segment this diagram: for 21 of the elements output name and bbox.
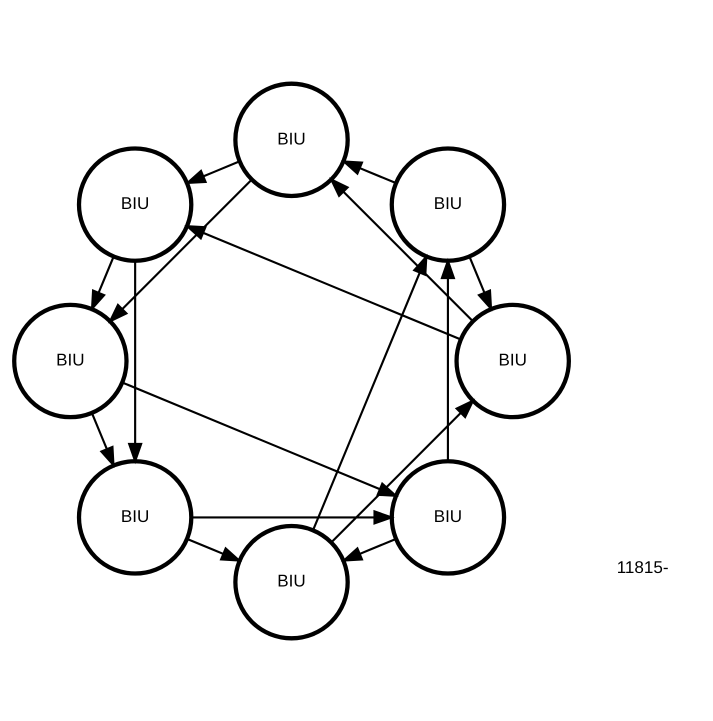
- arrow: [128, 260, 143, 464]
- arrow: [330, 398, 476, 542]
- node-circle: BIU: [76, 458, 194, 576]
- arrow: [90, 256, 115, 312]
- arrow: [90, 412, 115, 468]
- arrow: [184, 224, 461, 340]
- arrow: [440, 257, 456, 461]
- arrow: [184, 160, 240, 184]
- node-circle: BIU: [76, 146, 194, 262]
- node-circle: BIU: [233, 523, 350, 640]
- arrow: [468, 256, 492, 312]
- arrow: [340, 537, 396, 562]
- label: 11815-: [616, 557, 669, 576]
- arrow: [186, 537, 242, 562]
- arrow: [340, 160, 396, 184]
- arrow: [329, 176, 474, 322]
- arrow: [108, 178, 252, 324]
- arrow: [191, 509, 395, 524]
- arrow: [312, 253, 428, 530]
- node-circle: BIU: [390, 146, 506, 262]
- node-circle: BIU: [390, 458, 506, 576]
